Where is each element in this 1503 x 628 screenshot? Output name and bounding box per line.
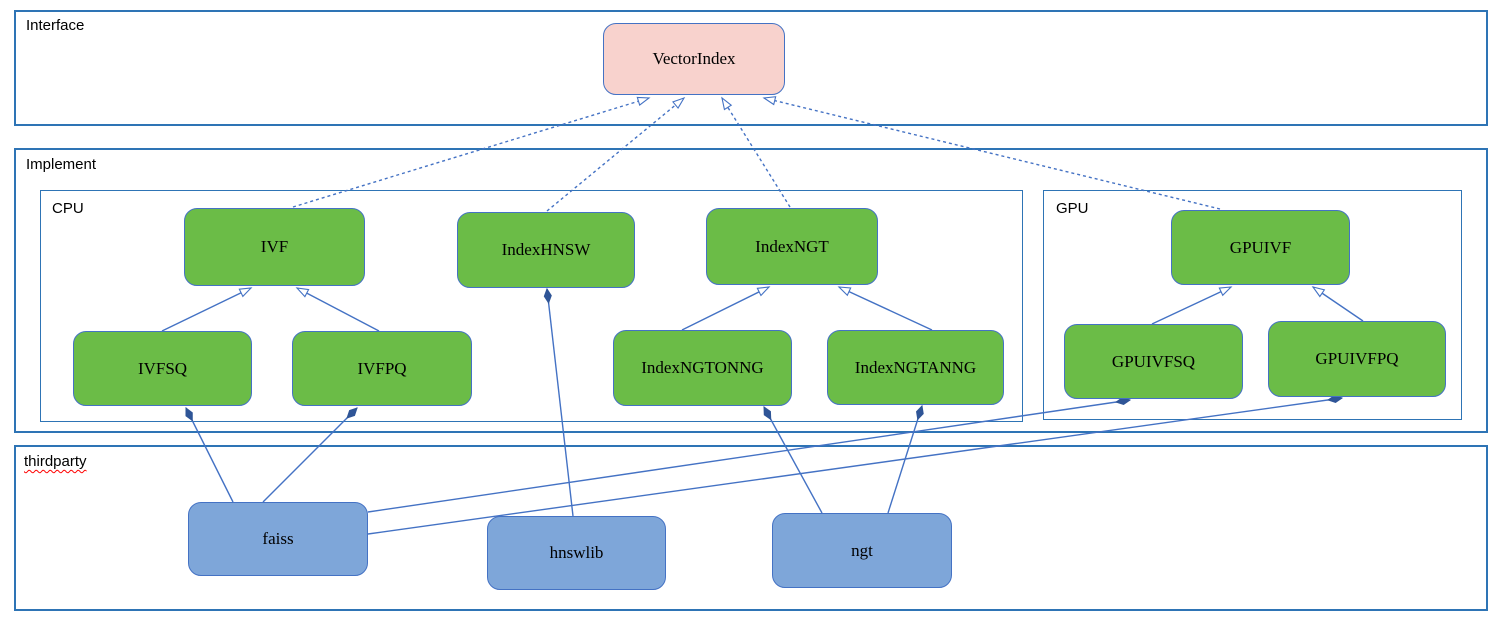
node-gpuivf-label: GPUIVF (1229, 237, 1292, 257)
edge-ngt-indexngtanng-composition[interactable] (887, 404, 924, 514)
node-indexngt[interactable]: IndexNGT (706, 208, 878, 285)
container-implement[interactable] (14, 148, 1488, 433)
edge-ivfpq-ivf-generalization[interactable] (295, 287, 380, 332)
container-thirdparty[interactable] (14, 445, 1488, 611)
container-implement-label: Implement (26, 156, 97, 173)
node-ivf[interactable]: IVF (184, 208, 365, 286)
container-cpu[interactable] (40, 190, 1023, 422)
edge-faiss-gpuivfsq-composition[interactable] (367, 397, 1132, 513)
node-ngt[interactable]: ngt (772, 513, 952, 588)
node-ivfsq-label: IVFSQ (137, 358, 188, 378)
node-faiss[interactable]: faiss (188, 502, 368, 576)
node-ivfpq-label: IVFPQ (357, 358, 407, 378)
node-indexngt-label: IndexNGT (755, 236, 829, 256)
edge-ivf-vectorindex-realization[interactable] (292, 96, 651, 208)
node-hnswlib[interactable]: hnswlib (487, 516, 666, 590)
edge-faiss-ivfsq-composition[interactable] (185, 407, 234, 503)
node-gpuivfpq-label: GPUIVFPQ (1315, 349, 1399, 368)
edge-faiss-gpuivfpq-composition[interactable] (367, 394, 1344, 535)
edge-gpuivf-vectorindex-realization[interactable] (762, 96, 1221, 210)
node-indexngtonng[interactable]: IndexNGTONNG (613, 330, 792, 406)
node-indexhnsw-label: IndexHNSW (501, 240, 591, 259)
node-indexhnsw[interactable]: IndexHNSW (457, 212, 635, 288)
edge-ngt-indexngtonng-composition[interactable] (763, 406, 823, 514)
node-gpuivfpq[interactable]: GPUIVFPQ (1268, 321, 1446, 397)
edge-indexngtonng-indexngt-generalization[interactable] (681, 286, 771, 331)
edge-gpuivfpq-gpuivf-generalization[interactable] (1311, 286, 1364, 322)
node-faiss-label: faiss (262, 529, 294, 548)
edge-faiss-ivfpq-composition[interactable] (262, 407, 358, 503)
node-hnswlib-label: hnswlib (549, 543, 604, 562)
container-thirdparty-label: thirdparty (24, 453, 87, 470)
node-gpuivfsq-label: GPUIVFSQ (1111, 351, 1196, 371)
node-gpuivf[interactable]: GPUIVF (1171, 210, 1350, 285)
edge-gpuivfsq-gpuivf-generalization[interactable] (1151, 286, 1233, 325)
edge-hnswlib-indexhnsw-composition[interactable] (543, 287, 574, 517)
container-gpu-label: GPU (1056, 200, 1089, 217)
node-indexngtanng[interactable]: IndexNGTANNG (827, 330, 1004, 405)
node-vectorindex[interactable]: VectorIndex (603, 23, 785, 95)
node-ngt-label: ngt (851, 540, 873, 560)
node-ivfpq[interactable]: IVFPQ (292, 331, 472, 406)
edge-ivfsq-ivf-generalization[interactable] (161, 287, 253, 332)
edge-indexngtanng-indexngt-generalization[interactable] (837, 286, 933, 331)
container-interface[interactable] (14, 10, 1488, 126)
node-indexngtanng-label: IndexNGTANNG (854, 357, 977, 377)
node-vectorindex-label: VectorIndex (652, 49, 736, 68)
node-indexngtonng-label: IndexNGTONNG (641, 358, 764, 377)
container-gpu[interactable] (1043, 190, 1462, 420)
node-ivf-label: IVF (260, 237, 289, 256)
container-interface-label: Interface (26, 17, 85, 34)
node-gpuivfsq[interactable]: GPUIVFSQ (1064, 324, 1243, 399)
node-ivfsq[interactable]: IVFSQ (73, 331, 252, 406)
container-cpu-label: CPU (52, 200, 84, 217)
